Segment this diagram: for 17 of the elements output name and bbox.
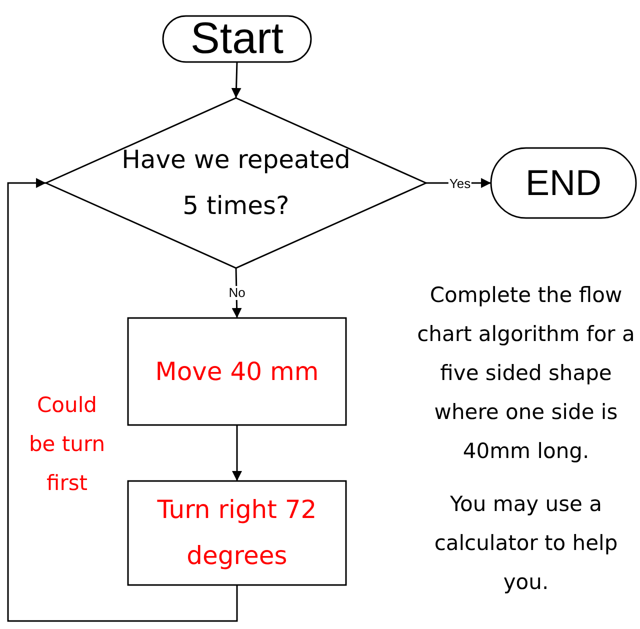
arrow — [7, 178, 238, 622]
node-label: Start — [190, 14, 284, 64]
node-label: Move 40 mm — [155, 357, 319, 386]
start-terminator — [163, 16, 311, 62]
instruction-text: Complete the flow chart algorithm for a five sided shape where one side is 40mm long. — [416, 282, 636, 465]
annotation-note: Could be turn first — [28, 392, 106, 497]
arrow — [231, 62, 242, 98]
process-box — [128, 481, 346, 585]
edge-label: Yes — [448, 177, 472, 191]
decision-diamond — [46, 98, 426, 268]
node-label: END — [525, 162, 602, 204]
node-label: Have we repeated 5 times? — [120, 144, 352, 222]
node-label: Turn right 72 degrees — [156, 494, 318, 572]
instruction-text: You may use a calculator to help you. — [433, 491, 619, 596]
edge-label: No — [228, 286, 246, 300]
arrow — [232, 425, 242, 481]
process-box — [128, 318, 346, 425]
